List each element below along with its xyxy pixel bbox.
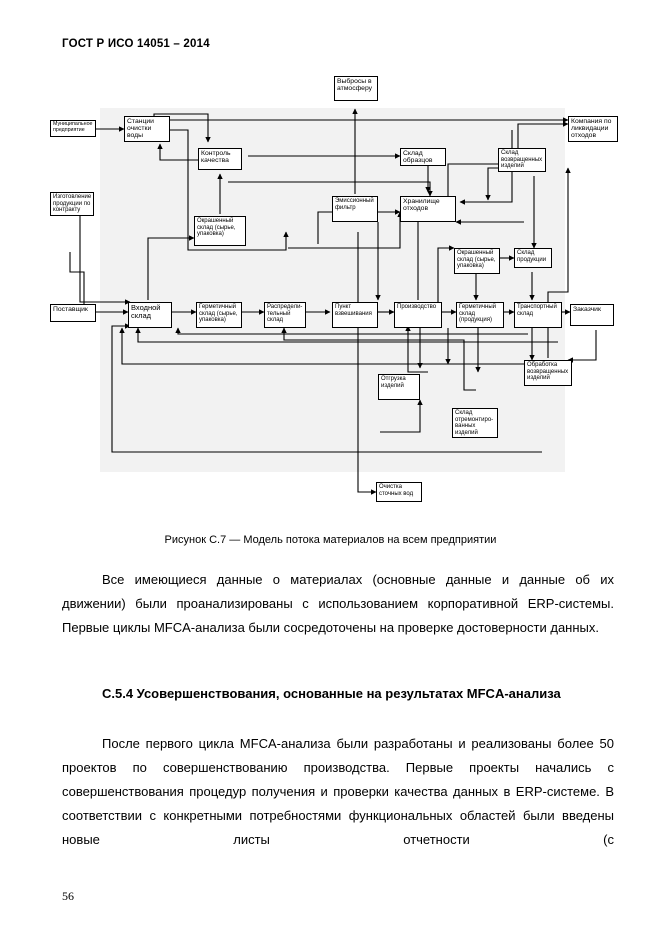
material-flow-diagram: Муниципальное предприятие Станции очистк… xyxy=(48,72,620,504)
box-product-storage: Склад продукции xyxy=(514,248,552,268)
paragraph-improvements: После первого цикла MFCA-анализа были ра… xyxy=(62,736,614,847)
box-shipping: Отгрузка изделий xyxy=(378,374,420,400)
box-hermetic-storage-products: Герметичный склад (продукция) xyxy=(456,302,504,328)
box-contract-manufacturing: Изготовление продукции по контракту xyxy=(50,192,94,216)
box-weighing-point: Пункт взвешивания xyxy=(332,302,378,328)
page-number: 56 xyxy=(62,889,74,903)
box-repair-storage: Склад отремонтиро-ванных изделий xyxy=(452,408,498,438)
box-sample-storage: Склад образцов xyxy=(400,148,446,166)
box-emissions: Выбросы в атмосферу xyxy=(334,76,378,101)
section-heading: С.5.4 Усовершенствования, основанные на … xyxy=(102,686,561,701)
box-hermetic-storage: Герметичный склад (сырье, упаковка) xyxy=(196,302,242,328)
box-production: Производство xyxy=(394,302,442,328)
box-packaging-storage-right: Окрашенный склад (сырье, упаковка) xyxy=(454,248,500,274)
box-liquidation: Компания по ликвидации отходов xyxy=(568,116,618,142)
paragraph-data-analysis: Все имеющиеся данные о материалах (основ… xyxy=(62,572,614,635)
box-returns-storage: Склад возвращенных изделий xyxy=(498,148,546,172)
box-returned-processing: Обработка возвращенных изделий xyxy=(524,360,572,386)
box-municipal: Муниципальное предприятие xyxy=(50,120,96,137)
box-treatment-station: Станции очистки воды xyxy=(124,116,170,142)
box-customer: Заказчик xyxy=(570,304,614,326)
box-incoming-storage: Входной склад xyxy=(128,302,172,328)
box-emission-filter: Эмиссионный фильтр xyxy=(332,196,378,222)
figure-caption: Рисунок С.7 — Модель потока материалов н… xyxy=(164,534,497,546)
box-supplier: Поставщик xyxy=(50,304,96,322)
box-transport-storage: Транспортный склад xyxy=(514,302,562,328)
box-waste-storage: Хранилище отходов xyxy=(400,196,456,222)
document-header: ГОСТ Р ИСО 14051 – 2014 xyxy=(62,38,210,50)
box-quality-control: Контроль качества xyxy=(198,148,242,170)
box-packaging-storage-left: Окрашенный склад (сырье, упаковка) xyxy=(194,216,246,246)
box-distribution-storage: Распредели-тельный склад xyxy=(264,302,306,328)
box-wastewater: Очистка сточных вод xyxy=(376,482,422,502)
flow-lines xyxy=(69,108,597,495)
